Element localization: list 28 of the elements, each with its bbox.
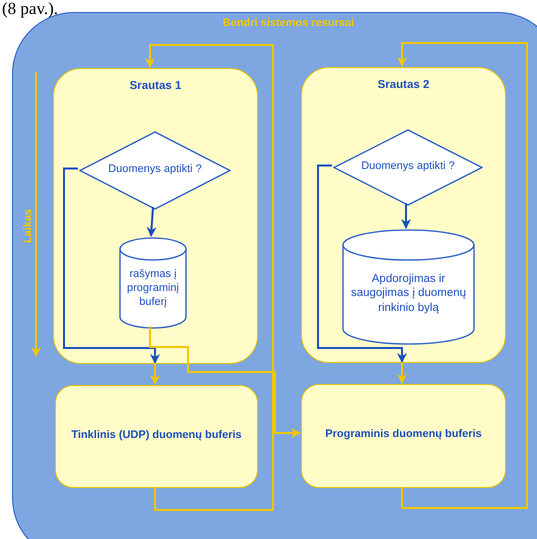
decision-diamond: [80, 132, 230, 209]
box-label: Programinis duomenų buferis: [324, 428, 483, 442]
box-label: Tinklinis (UDP) duomenų buferis: [70, 429, 243, 443]
storage-text: rašymas į programinį buferį: [126, 268, 180, 310]
decision-diamond: [334, 130, 482, 205]
arrow: [150, 363, 160, 385]
panel-title: Srautas 2: [376, 78, 430, 92]
panel-title: Srautas 1: [128, 79, 182, 94]
arrow: [145, 44, 274, 511]
arrow: [397, 42, 528, 509]
arrow: [63, 168, 160, 364]
axis-label: Laikas: [22, 208, 34, 246]
decision-text: Duomenys aptikti ?: [107, 162, 203, 176]
storage-cylinder: [343, 230, 474, 344]
thread-panel: [53, 68, 258, 364]
storage-cylinder: [120, 238, 186, 328]
thread-panel: [301, 67, 506, 363]
figure-reference: (8 pav.).: [2, 0, 58, 17]
arrow: [146, 206, 157, 237]
arrow: [401, 203, 411, 229]
arrow: [149, 326, 301, 438]
decision-text: Duomenys aptikti ?: [360, 160, 456, 174]
group-title: Bendri sistemos resursai: [222, 17, 356, 31]
buffer-box: [55, 385, 258, 488]
arrow: [397, 362, 407, 384]
arrow: [317, 164, 407, 363]
buffer-box: [301, 384, 506, 488]
storage-text: Apdorojimas ir saugojimas į duomenų rinkinio bylą: [350, 272, 468, 316]
